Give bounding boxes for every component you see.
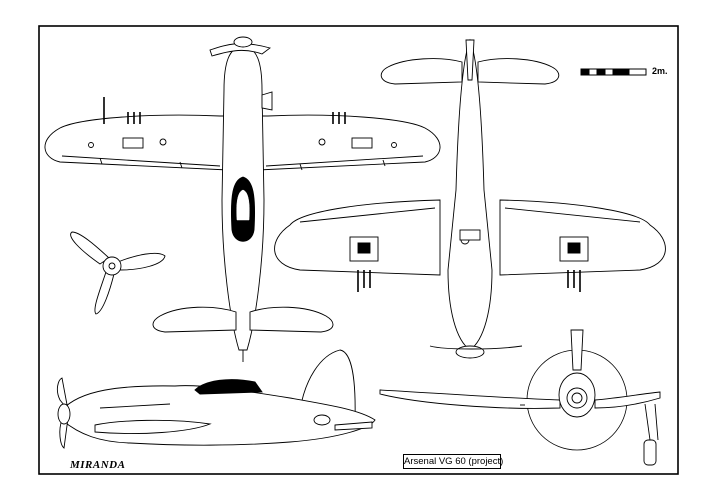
propeller-detail	[70, 231, 166, 315]
artist-signature: MIRANDA	[70, 459, 126, 471]
drawing-frame	[38, 25, 679, 475]
side-view-canopy	[194, 379, 263, 395]
scale-label: 2m.	[652, 66, 668, 76]
top-view	[44, 36, 441, 362]
front-view	[379, 329, 661, 466]
scale-bar	[580, 68, 647, 76]
bottom-view-fuselage	[447, 38, 493, 351]
drawing-caption: Arsenal VG 60 (project)	[403, 454, 504, 469]
side-view	[56, 349, 376, 449]
bottom-view	[274, 38, 666, 359]
